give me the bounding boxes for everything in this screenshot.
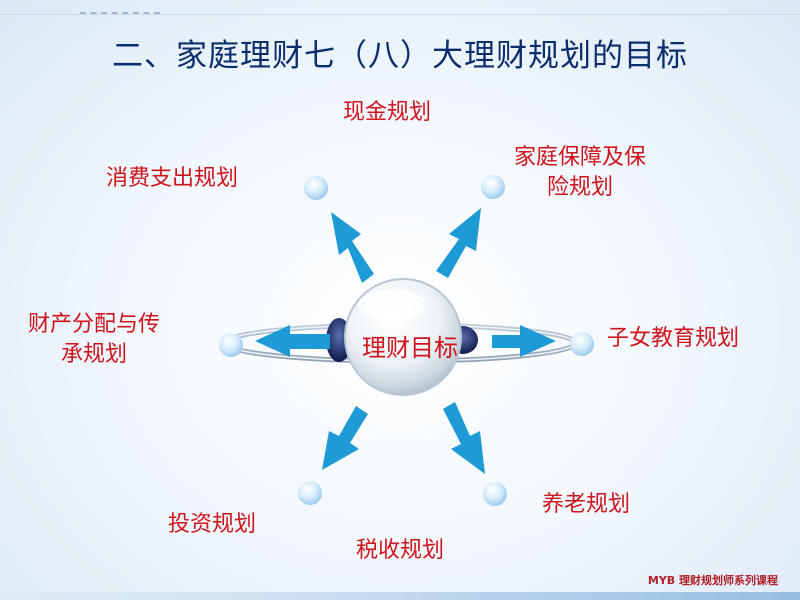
center-orb-highlight [358,289,426,321]
arrow-education [492,325,556,357]
arrow-consumption [331,212,374,283]
goal-estate: 财产分配与传 承规划 [28,310,160,370]
arrow-retirement [443,402,485,474]
goal-estate-line1: 财产分配与传 [28,312,161,337]
bubble-education [570,332,594,356]
bubble-investment [298,481,322,505]
goal-cash: 现金规划 [343,100,432,125]
goal-insurance: 家庭保障及保 险规划 [514,143,646,203]
bubble-consumption [304,176,328,200]
footer-band [0,592,800,600]
arrow-investment [322,406,368,470]
goal-insurance-line2: 险规划 [547,175,614,200]
bubble-insurance [481,175,505,199]
goal-education: 子女教育规划 [607,326,740,351]
bubble-retirement [483,482,507,506]
arrow-insurance [436,208,481,278]
goal-tax: 税收规划 [356,538,445,563]
goal-consumption: 消费支出规划 [106,166,239,191]
center-label: 理财目标 [362,334,458,362]
arrow-estate [255,325,330,357]
goal-retirement: 养老规划 [542,492,631,517]
goal-investment: 投资规划 [168,512,257,537]
header-rule [0,14,800,15]
goal-insurance-line1: 家庭保障及保 [514,145,647,170]
bubble-estate [219,333,243,357]
course-footer: MYB 理财规划师系列课程 [647,574,778,587]
slide-title: 二、家庭理财七（八）大理财规划的目标 [112,38,688,74]
goal-estate-line2: 承规划 [61,342,128,367]
header-dots [80,12,160,16]
